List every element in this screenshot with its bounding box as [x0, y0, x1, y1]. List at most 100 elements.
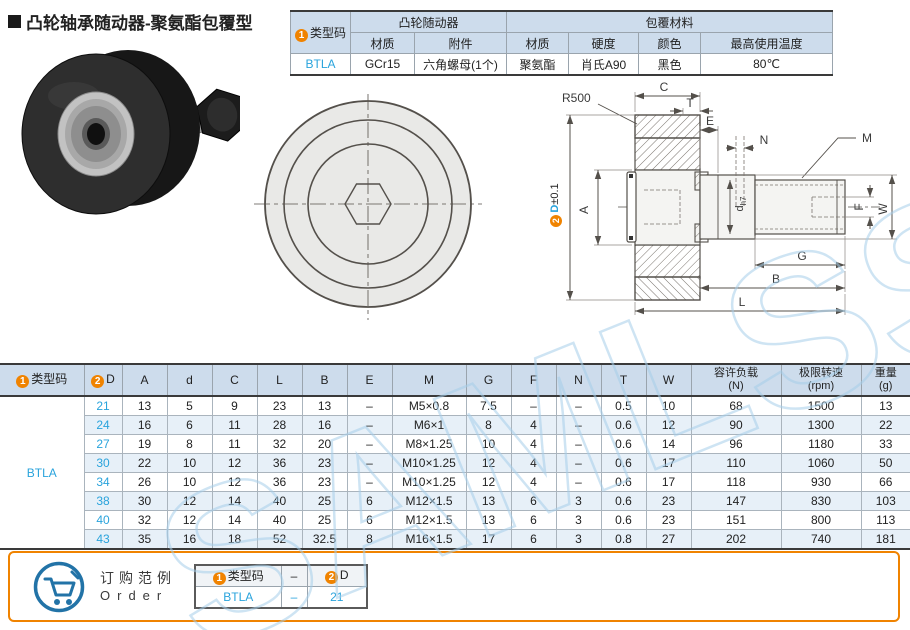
dim-header-T: T — [600, 363, 647, 397]
dim-cell: – — [346, 434, 393, 454]
dim-cell: – — [555, 395, 602, 416]
dim-code-value: BTLA — [0, 395, 85, 550]
dim-label-D-tolerance: 2D±0.1 — [549, 170, 563, 240]
stud-shoulder — [699, 174, 756, 240]
spec-val-accessory: 六角螺母(1个) — [413, 53, 508, 76]
dim-label-E: E — [706, 114, 714, 128]
dim-cell: – — [510, 395, 557, 416]
bearing-bore — [634, 169, 701, 246]
dim-cell: 6 — [510, 491, 557, 511]
dim-cell: 3 — [555, 510, 602, 530]
dim-cell: 10 — [465, 434, 512, 454]
dim-cell: M8×1.25 — [391, 434, 467, 454]
dim-cell-D: 43 — [84, 529, 123, 550]
spec-subheader-row: 材质 附件 材质 硬度 颜色 最高使用温度 — [291, 32, 834, 54]
dim-header-C: C — [211, 363, 258, 397]
dim-cell: 0.6 — [600, 472, 647, 492]
dim-cell: – — [346, 415, 393, 435]
dim-cell: 1060 — [780, 453, 862, 473]
dim-cell: 26 — [121, 472, 168, 492]
dim-cell: 36 — [256, 453, 303, 473]
dim-cell-D: 34 — [84, 472, 123, 492]
dim-cell: 13 — [465, 491, 512, 511]
dim-cell: M10×1.25 — [391, 472, 467, 492]
dim-cell: 0.5 — [600, 395, 647, 416]
dim-cell: 4 — [510, 453, 557, 473]
dim-cell: 28 — [256, 415, 303, 435]
center-hole — [87, 123, 105, 145]
dim-cell: 27 — [645, 529, 692, 550]
dim-cell: 66 — [860, 472, 910, 492]
dim-cell: 6 — [346, 491, 393, 511]
dim-cell: 9 — [211, 395, 258, 416]
dim-cell: M12×1.5 — [391, 491, 467, 511]
dim-cell: 0.6 — [600, 453, 647, 473]
dim-cell: 103 — [860, 491, 910, 511]
dim-cell: 930 — [780, 472, 862, 492]
tire-hatch-top — [634, 114, 701, 139]
dim-header-G: G — [465, 363, 512, 397]
dim-cell: 8 — [346, 529, 393, 550]
dim-cell: 12 — [166, 510, 213, 530]
dim-cell: – — [555, 415, 602, 435]
spec-val-material1: GCr15 — [350, 53, 415, 76]
dim-label-R500: R500 — [562, 91, 591, 105]
dim-cell: 7.5 — [465, 395, 512, 416]
dim-cell: 10 — [645, 395, 692, 416]
dim-cell: 147 — [690, 491, 782, 511]
dim-cell: 11 — [211, 415, 258, 435]
dim-label-dh7: dh7 — [734, 196, 748, 212]
order-value-row: BTLA – 21 — [194, 586, 368, 609]
dim-cell: 12 — [465, 453, 512, 473]
dim-cell: 23 — [301, 453, 348, 473]
spec-code-value: BTLA — [290, 53, 351, 76]
spec-col-accessory: 附件 — [413, 32, 508, 54]
dim-cell: 68 — [690, 395, 782, 416]
tire-hatch-bottom — [634, 276, 701, 301]
dim-cell: 151 — [690, 510, 782, 530]
dim-cell: 110 — [690, 453, 782, 473]
dim-cell: 800 — [780, 510, 862, 530]
dim-cell: 16 — [166, 529, 213, 550]
dim-header-N: N — [555, 363, 602, 397]
dim-cell: 1180 — [780, 434, 862, 454]
dim-cell: 8 — [465, 415, 512, 435]
dim-cell: 19 — [121, 434, 168, 454]
dim-cell: 4 — [510, 472, 557, 492]
dim-cell: 17 — [645, 472, 692, 492]
dim-header-(g): 重量(g) — [860, 363, 910, 397]
dim-cell: 23 — [301, 472, 348, 492]
order-title-cn: 订购范例 — [100, 569, 176, 586]
dim-label-F: F — [852, 203, 866, 210]
dim-cell: – — [346, 472, 393, 492]
dim-label-A: A — [577, 206, 591, 214]
dim-label-C: C — [660, 80, 669, 94]
front-view-drawing — [254, 94, 482, 320]
dim-cell: 8 — [166, 434, 213, 454]
dim-cell: 30 — [121, 491, 168, 511]
circled-1-badge: 1 — [294, 28, 308, 42]
dim-header-A: A — [121, 363, 168, 397]
order-example-title: 订购范例 Order — [100, 570, 176, 604]
spec-col-material2: 材质 — [506, 32, 570, 54]
page-title-text: 凸轮轴承随动器-聚氨酯包覆型 — [26, 14, 253, 33]
dim-cell: M6×1 — [391, 415, 467, 435]
spec-val-color: 黑色 — [638, 53, 702, 76]
dim-cell: M5×0.8 — [391, 395, 467, 416]
dim-cell: – — [346, 395, 393, 416]
dim-cell: 11 — [211, 434, 258, 454]
dim-cell: 14 — [645, 434, 692, 454]
dim-cell-D: 24 — [84, 415, 123, 435]
order-title-en: Order — [100, 587, 169, 603]
dim-cell-D: 21 — [83, 395, 123, 416]
dim-cell: 40 — [256, 510, 303, 530]
dim-cell: 13 — [860, 395, 910, 416]
dim-cell: 12 — [166, 491, 213, 511]
dim-cell: 90 — [690, 415, 782, 435]
